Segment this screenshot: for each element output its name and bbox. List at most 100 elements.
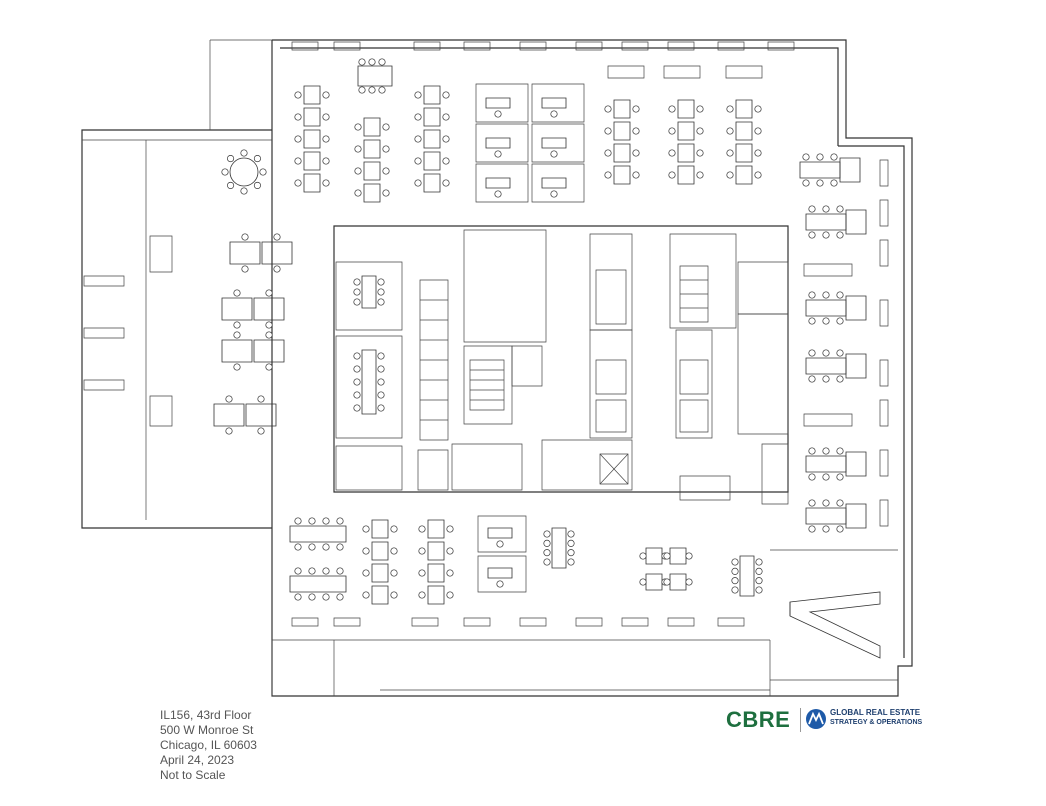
chair xyxy=(309,518,315,524)
chair xyxy=(640,579,646,585)
chair xyxy=(222,169,228,175)
desk xyxy=(372,564,388,582)
window-strip xyxy=(880,240,888,266)
chair xyxy=(837,292,843,298)
chair xyxy=(415,92,421,98)
chair xyxy=(391,548,397,554)
gres-wordmark: GLOBAL REAL ESTATE STRATEGY & OPERATIONS xyxy=(830,708,922,728)
window-strip xyxy=(412,618,438,626)
chair xyxy=(355,124,361,130)
desk xyxy=(488,568,512,578)
desk xyxy=(678,144,694,162)
office xyxy=(476,84,528,122)
desk xyxy=(222,340,252,362)
window-strip xyxy=(880,500,888,526)
chair xyxy=(234,332,240,338)
desk xyxy=(806,508,846,524)
chair xyxy=(309,594,315,600)
left-annex xyxy=(84,236,172,426)
chair xyxy=(379,87,385,93)
lounge-table xyxy=(646,548,662,564)
desk xyxy=(262,242,292,264)
window-strip xyxy=(880,160,888,186)
chair xyxy=(605,150,611,156)
desk xyxy=(542,98,566,108)
chair xyxy=(495,111,501,117)
desk xyxy=(424,86,440,104)
window-strip xyxy=(668,42,694,50)
desk xyxy=(372,520,388,538)
chair xyxy=(254,182,260,188)
chair xyxy=(378,405,384,411)
desk xyxy=(846,452,866,476)
chair xyxy=(378,366,384,372)
workstation-strip xyxy=(608,66,644,78)
window-strip xyxy=(464,618,490,626)
chair xyxy=(337,518,343,524)
chair xyxy=(809,350,815,356)
chair xyxy=(337,568,343,574)
office xyxy=(478,516,526,552)
chair xyxy=(823,232,829,238)
window-strip xyxy=(576,42,602,50)
chair xyxy=(391,526,397,532)
window-strip xyxy=(292,618,318,626)
chair xyxy=(359,87,365,93)
chair xyxy=(669,150,675,156)
chair xyxy=(809,318,815,324)
chair xyxy=(266,290,272,296)
desk xyxy=(736,100,752,118)
chair xyxy=(419,570,425,576)
chair xyxy=(809,206,815,212)
furniture xyxy=(214,59,866,604)
chair xyxy=(363,548,369,554)
chair xyxy=(354,279,360,285)
chair xyxy=(323,568,329,574)
caption-scale-note: Not to Scale xyxy=(160,768,226,782)
desk xyxy=(678,100,694,118)
chair xyxy=(697,128,703,134)
chair xyxy=(415,180,421,186)
window-strip xyxy=(334,42,360,50)
desk xyxy=(736,144,752,162)
workstation-strip xyxy=(664,66,700,78)
desk xyxy=(364,184,380,202)
chair xyxy=(837,206,843,212)
window-strip xyxy=(622,42,648,50)
chair xyxy=(447,592,453,598)
chair xyxy=(383,124,389,130)
chair xyxy=(837,232,843,238)
chair xyxy=(323,544,329,550)
desk xyxy=(372,586,388,604)
chair xyxy=(354,392,360,398)
desk xyxy=(552,528,566,568)
chair xyxy=(495,191,501,197)
window-mullions xyxy=(292,42,888,626)
chair xyxy=(241,188,247,194)
chair xyxy=(831,154,837,160)
desk xyxy=(486,98,510,108)
desk xyxy=(362,276,376,308)
window-strip xyxy=(880,400,888,426)
desk xyxy=(254,298,284,320)
chair xyxy=(823,206,829,212)
chair xyxy=(732,559,738,565)
chair xyxy=(354,379,360,385)
window-strip xyxy=(622,618,648,626)
chair xyxy=(823,448,829,454)
window-strip xyxy=(880,360,888,386)
caption-street: 500 W Monroe St xyxy=(160,723,254,737)
chair xyxy=(378,392,384,398)
chair xyxy=(378,299,384,305)
desk xyxy=(290,576,346,592)
desk xyxy=(614,100,630,118)
chair xyxy=(369,87,375,93)
window-strip xyxy=(880,200,888,226)
chair xyxy=(809,292,815,298)
desk xyxy=(614,144,630,162)
desk xyxy=(424,108,440,126)
chair xyxy=(568,540,574,546)
chair xyxy=(415,158,421,164)
chair xyxy=(234,364,240,370)
chair xyxy=(756,568,762,574)
